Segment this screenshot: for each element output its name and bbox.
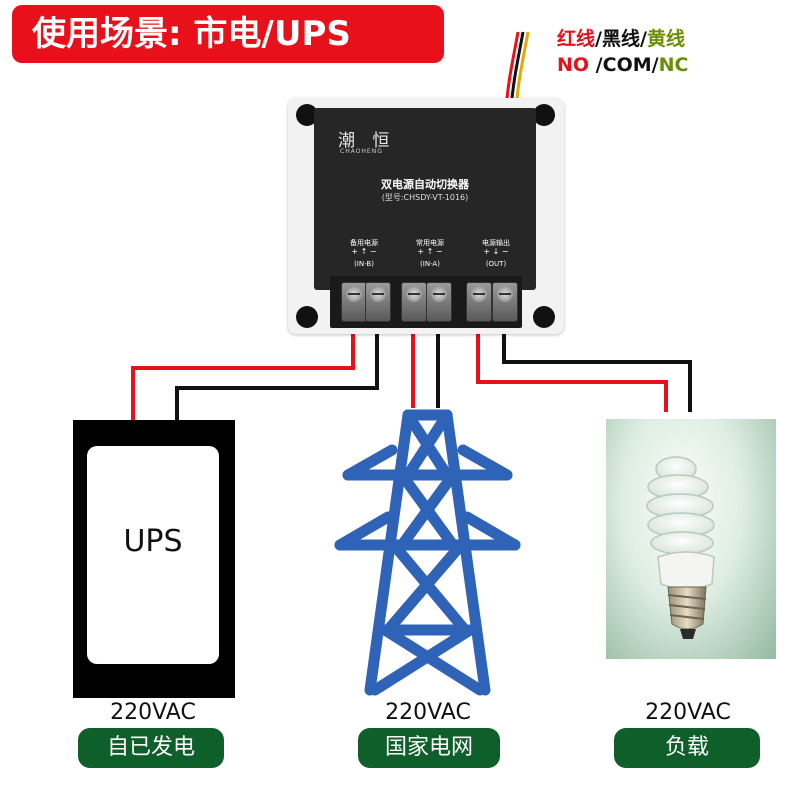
mount-hole: [296, 306, 318, 328]
mount-hole: [533, 104, 555, 126]
brand-logo: 潮 恒: [338, 131, 396, 151]
legend-sep: /: [651, 54, 659, 76]
terminal-screw: [401, 282, 427, 322]
terminal-screw: [466, 282, 492, 322]
legend-nc: NC: [658, 54, 689, 76]
port-label-out: 电源输出: [482, 239, 510, 247]
ups-label: UPS: [123, 524, 183, 559]
polarity-arrow-icon: + ↓ −: [483, 247, 509, 256]
mount-hole: [296, 104, 318, 126]
power-tower-icon: [334, 409, 521, 696]
page-title: 使用场景: 市电/UPS: [12, 5, 444, 63]
polarity-arrow-icon: + ↑ −: [417, 247, 443, 256]
load-red-wire: [476, 328, 668, 412]
device-name: 双电源自动切换器: [381, 178, 469, 191]
port-label-in-a: 常用电源: [416, 239, 444, 247]
port-label-in-b: 备用电源: [350, 239, 378, 247]
port-tag-in-a: (IN-A): [420, 260, 440, 268]
legend-no: NO: [557, 54, 590, 76]
ups-red-wire: [131, 328, 355, 420]
brand-english: CHAOHENG: [340, 148, 383, 155]
ups-voltage: 220VAC: [110, 700, 196, 725]
ups-front-panel: [87, 446, 219, 664]
mount-hole: [533, 306, 555, 328]
legend-sep: /: [589, 54, 603, 76]
grid-badge: 国家电网: [358, 728, 500, 768]
load-voltage: 220VAC: [645, 700, 731, 725]
legend-yellow: 黄线: [646, 28, 685, 50]
polarity-arrow-icon: + ↑ −: [351, 247, 377, 256]
cfl-bulb-icon: [646, 456, 715, 639]
load-black-wire: [502, 328, 692, 412]
bulb-ballast: [657, 551, 715, 590]
switch-device: [314, 108, 536, 290]
ups-black-wire: [175, 328, 379, 420]
load-badge: 负载: [614, 728, 760, 768]
legend-sep: /: [639, 28, 647, 50]
terminal-screw: [341, 282, 367, 322]
terminal-screw: [426, 282, 452, 322]
wire-function-legend: NO /COM/NC: [557, 52, 688, 78]
legend-com: COM: [602, 54, 652, 76]
legend-red: 红线: [557, 28, 596, 50]
port-tag-out: (OUT): [485, 260, 507, 268]
device-model: (型号:CHSDY-VT-1016): [381, 193, 469, 202]
port-tag-in-b: (IN-B): [354, 260, 374, 268]
wire-color-legend: 红线/黑线/黄线: [557, 26, 685, 52]
legend-sep: /: [595, 28, 602, 50]
grid-voltage: 220VAC: [385, 700, 471, 725]
terminal-screw: [365, 282, 391, 322]
terminal-screw: [492, 282, 518, 322]
legend-black: 黑线: [601, 28, 640, 50]
ups-badge: 自已发电: [78, 728, 224, 768]
